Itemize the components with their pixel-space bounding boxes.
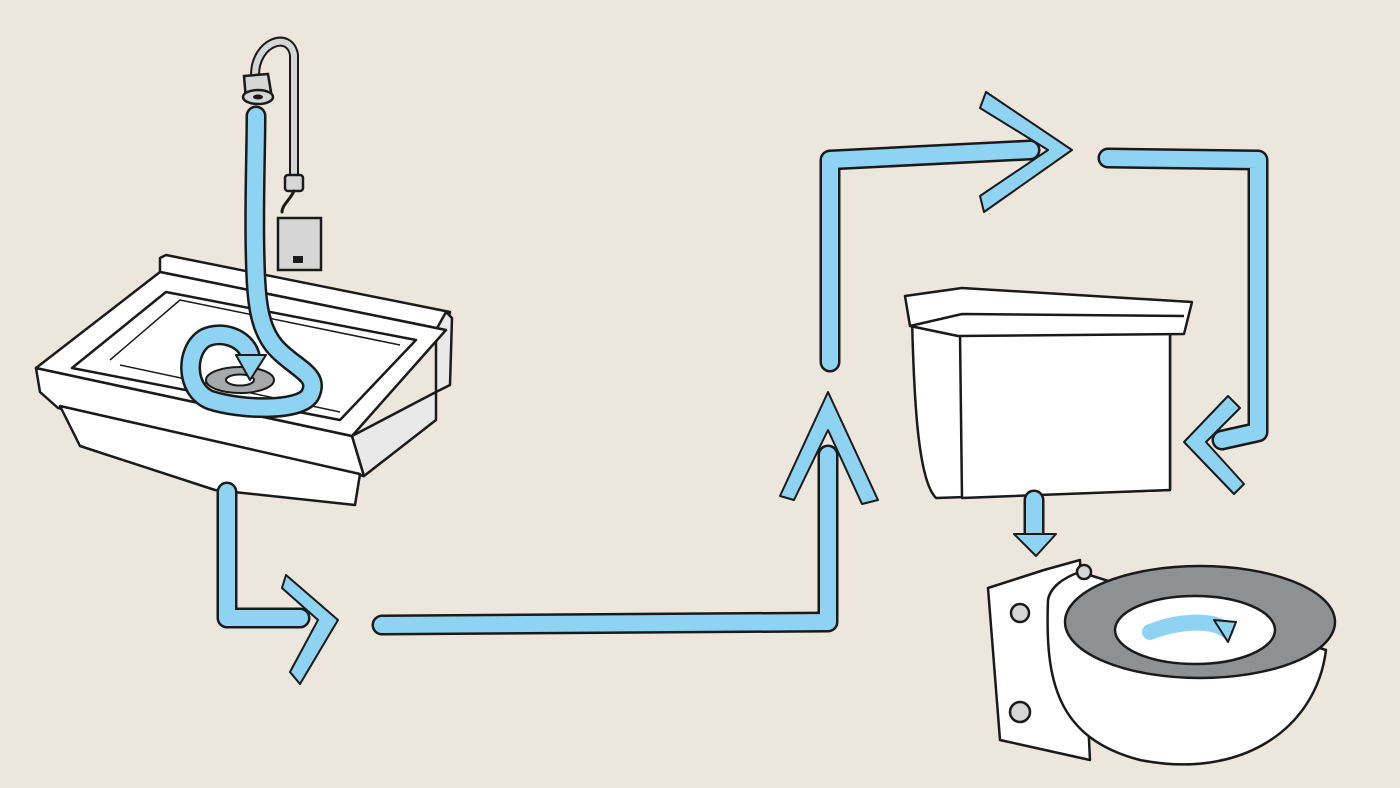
sink-drain	[206, 367, 274, 393]
sensor-box-icon	[278, 218, 321, 270]
toilet-tank-icon	[905, 288, 1192, 498]
faucet-head	[243, 74, 273, 104]
